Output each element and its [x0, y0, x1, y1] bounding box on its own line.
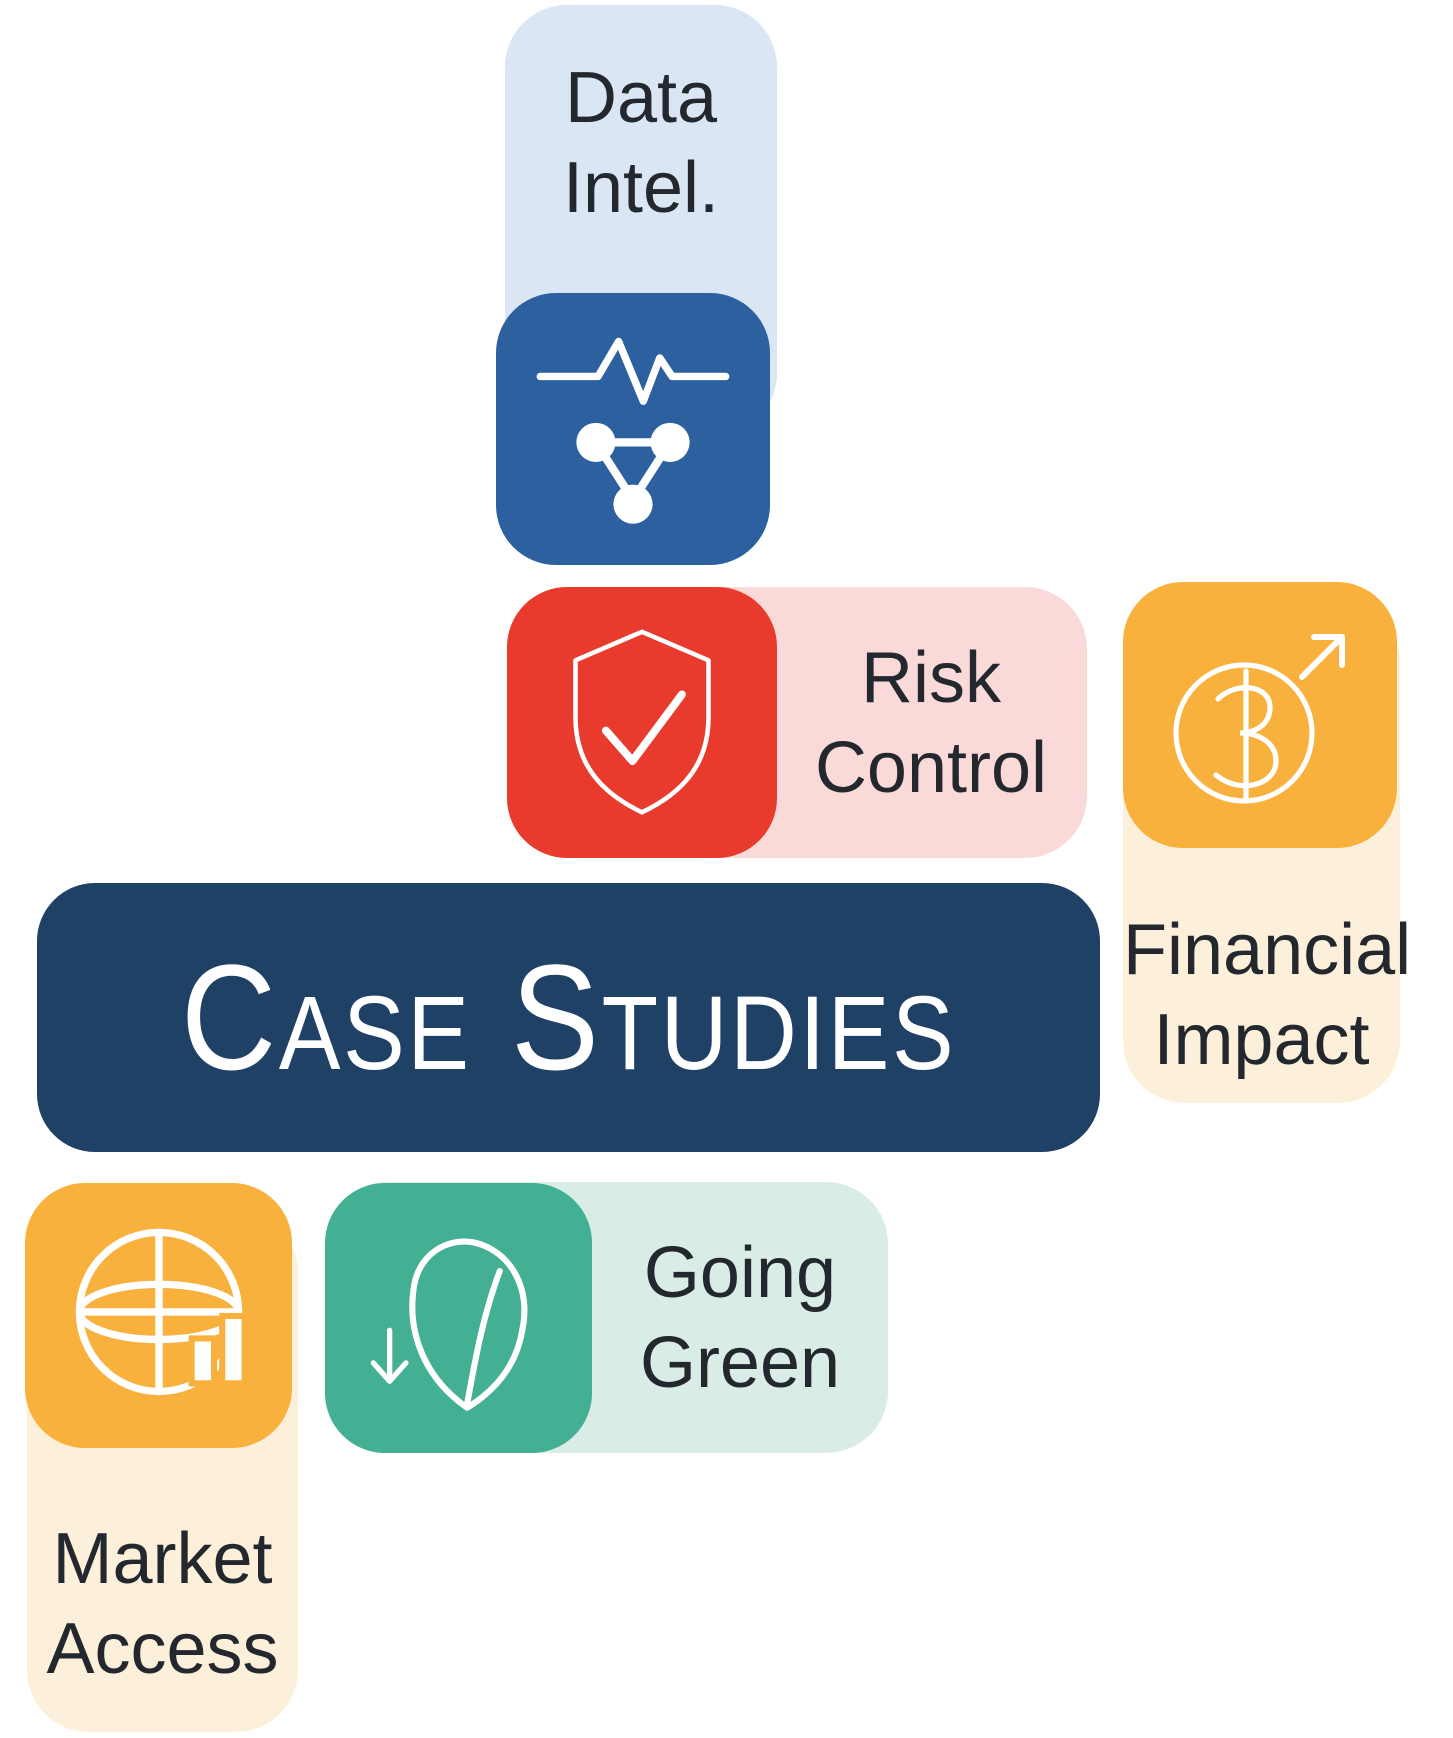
case-studies-banner: Case Studies	[37, 883, 1100, 1152]
currency-growth-icon	[1160, 617, 1360, 813]
data-intel-label: Data Intel.	[562, 58, 720, 228]
financial-impact-label: Financial Impact	[1123, 910, 1412, 1080]
leaf-down-icon	[357, 1216, 561, 1420]
market-access-label: Market Access	[46, 1519, 279, 1689]
financial-impact-icon-tile	[1123, 582, 1397, 848]
risk-control-label: Risk Control	[814, 637, 1048, 808]
data-intel-icon-tile	[496, 293, 770, 565]
going-green-icon-tile	[325, 1183, 592, 1453]
shield-check-icon	[547, 623, 737, 823]
market-access-icon-tile	[25, 1183, 292, 1448]
going-green-label: Going Green	[639, 1232, 841, 1403]
risk-control-icon-tile	[507, 587, 777, 858]
network-pulse-icon	[530, 331, 736, 527]
globe-chart-icon	[57, 1214, 261, 1418]
diagram-title: Case Studies	[180, 933, 957, 1101]
